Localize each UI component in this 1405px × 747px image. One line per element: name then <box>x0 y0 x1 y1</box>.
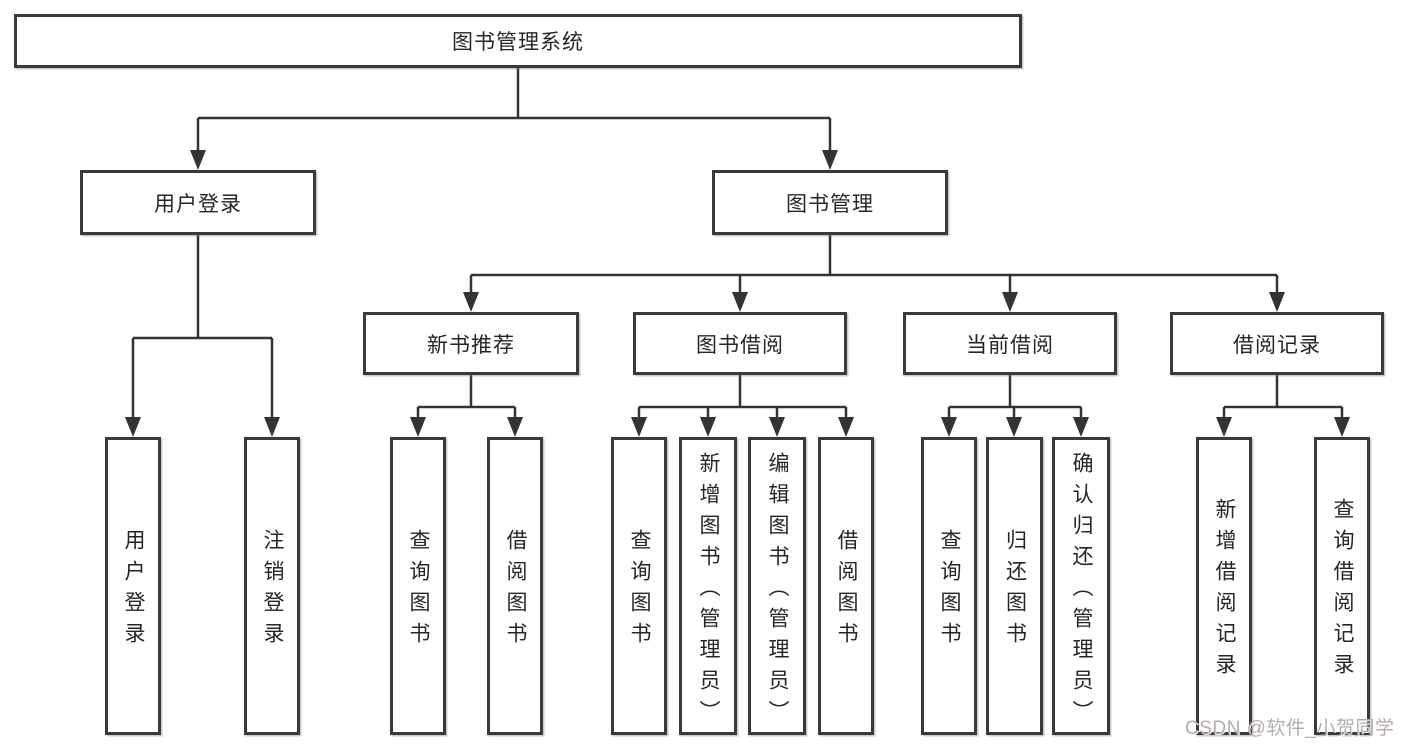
leaf-borrow-books-recommend: 借阅图书 <box>487 437 543 735</box>
connector-borrow-records-children <box>1216 375 1350 437</box>
connector-current-borrow-children <box>941 375 1089 437</box>
leaf-confirm-return-admin-label: 确认归还（管理员） <box>1070 451 1093 731</box>
leaf-user-login-label: 用户登录 <box>122 529 145 653</box>
leaf-query-books-recommend-label: 查询图书 <box>407 529 430 653</box>
leaf-edit-book-admin: 编辑图书（管理员） <box>748 437 806 735</box>
node-new-book-recommend: 新书推荐 <box>363 312 579 375</box>
leaf-logout: 注销登录 <box>244 437 300 735</box>
csdn-watermark: CSDN @软件_小贺同学 <box>1185 718 1395 739</box>
leaf-borrow-books-label: 借阅图书 <box>835 529 858 653</box>
leaf-add-borrow-record-label: 新增借阅记录 <box>1213 498 1236 684</box>
leaf-confirm-return-admin: 确认归还（管理员） <box>1052 437 1110 735</box>
leaf-return-book: 归还图书 <box>986 437 1043 735</box>
node-book-borrow: 图书借阅 <box>633 312 847 375</box>
leaf-edit-book-admin-label: 编辑图书（管理员） <box>766 451 789 731</box>
leaf-query-books-current-label: 查询图书 <box>938 529 961 653</box>
leaf-return-book-label: 归还图书 <box>1003 529 1027 653</box>
leaf-add-book-admin: 新增图书（管理员） <box>679 437 737 735</box>
leaf-user-login: 用户登录 <box>105 437 161 735</box>
leaf-query-books-borrow: 查询图书 <box>611 437 667 735</box>
connector-book-borrow-children <box>631 375 854 437</box>
node-current-borrow: 当前借阅 <box>903 312 1117 375</box>
leaf-borrow-books-recommend-label: 借阅图书 <box>504 529 527 653</box>
connector-book-management-children <box>463 235 1285 312</box>
connector-user-login-children <box>125 235 280 437</box>
leaf-borrow-books: 借阅图书 <box>818 437 874 735</box>
leaf-query-borrow-record-label: 查询借阅记录 <box>1331 498 1354 684</box>
node-root-library-management-system: 图书管理系统 <box>14 14 1022 68</box>
leaf-logout-label: 注销登录 <box>261 529 284 653</box>
connector-root-to-level2 <box>190 68 838 170</box>
connector-new-book-recommend-children <box>410 375 523 437</box>
leaf-query-books-recommend: 查询图书 <box>390 437 446 735</box>
leaf-query-books-borrow-label: 查询图书 <box>628 529 651 653</box>
node-book-management-group: 图书管理 <box>712 170 948 235</box>
leaf-query-borrow-record: 查询借阅记录 <box>1314 437 1370 735</box>
leaf-add-borrow-record: 新增借阅记录 <box>1196 437 1252 735</box>
node-user-login-group: 用户登录 <box>80 170 316 235</box>
leaf-query-books-current: 查询图书 <box>921 437 977 735</box>
node-borrow-records: 借阅记录 <box>1170 312 1384 375</box>
leaf-add-book-admin-label: 新增图书（管理员） <box>697 451 720 731</box>
